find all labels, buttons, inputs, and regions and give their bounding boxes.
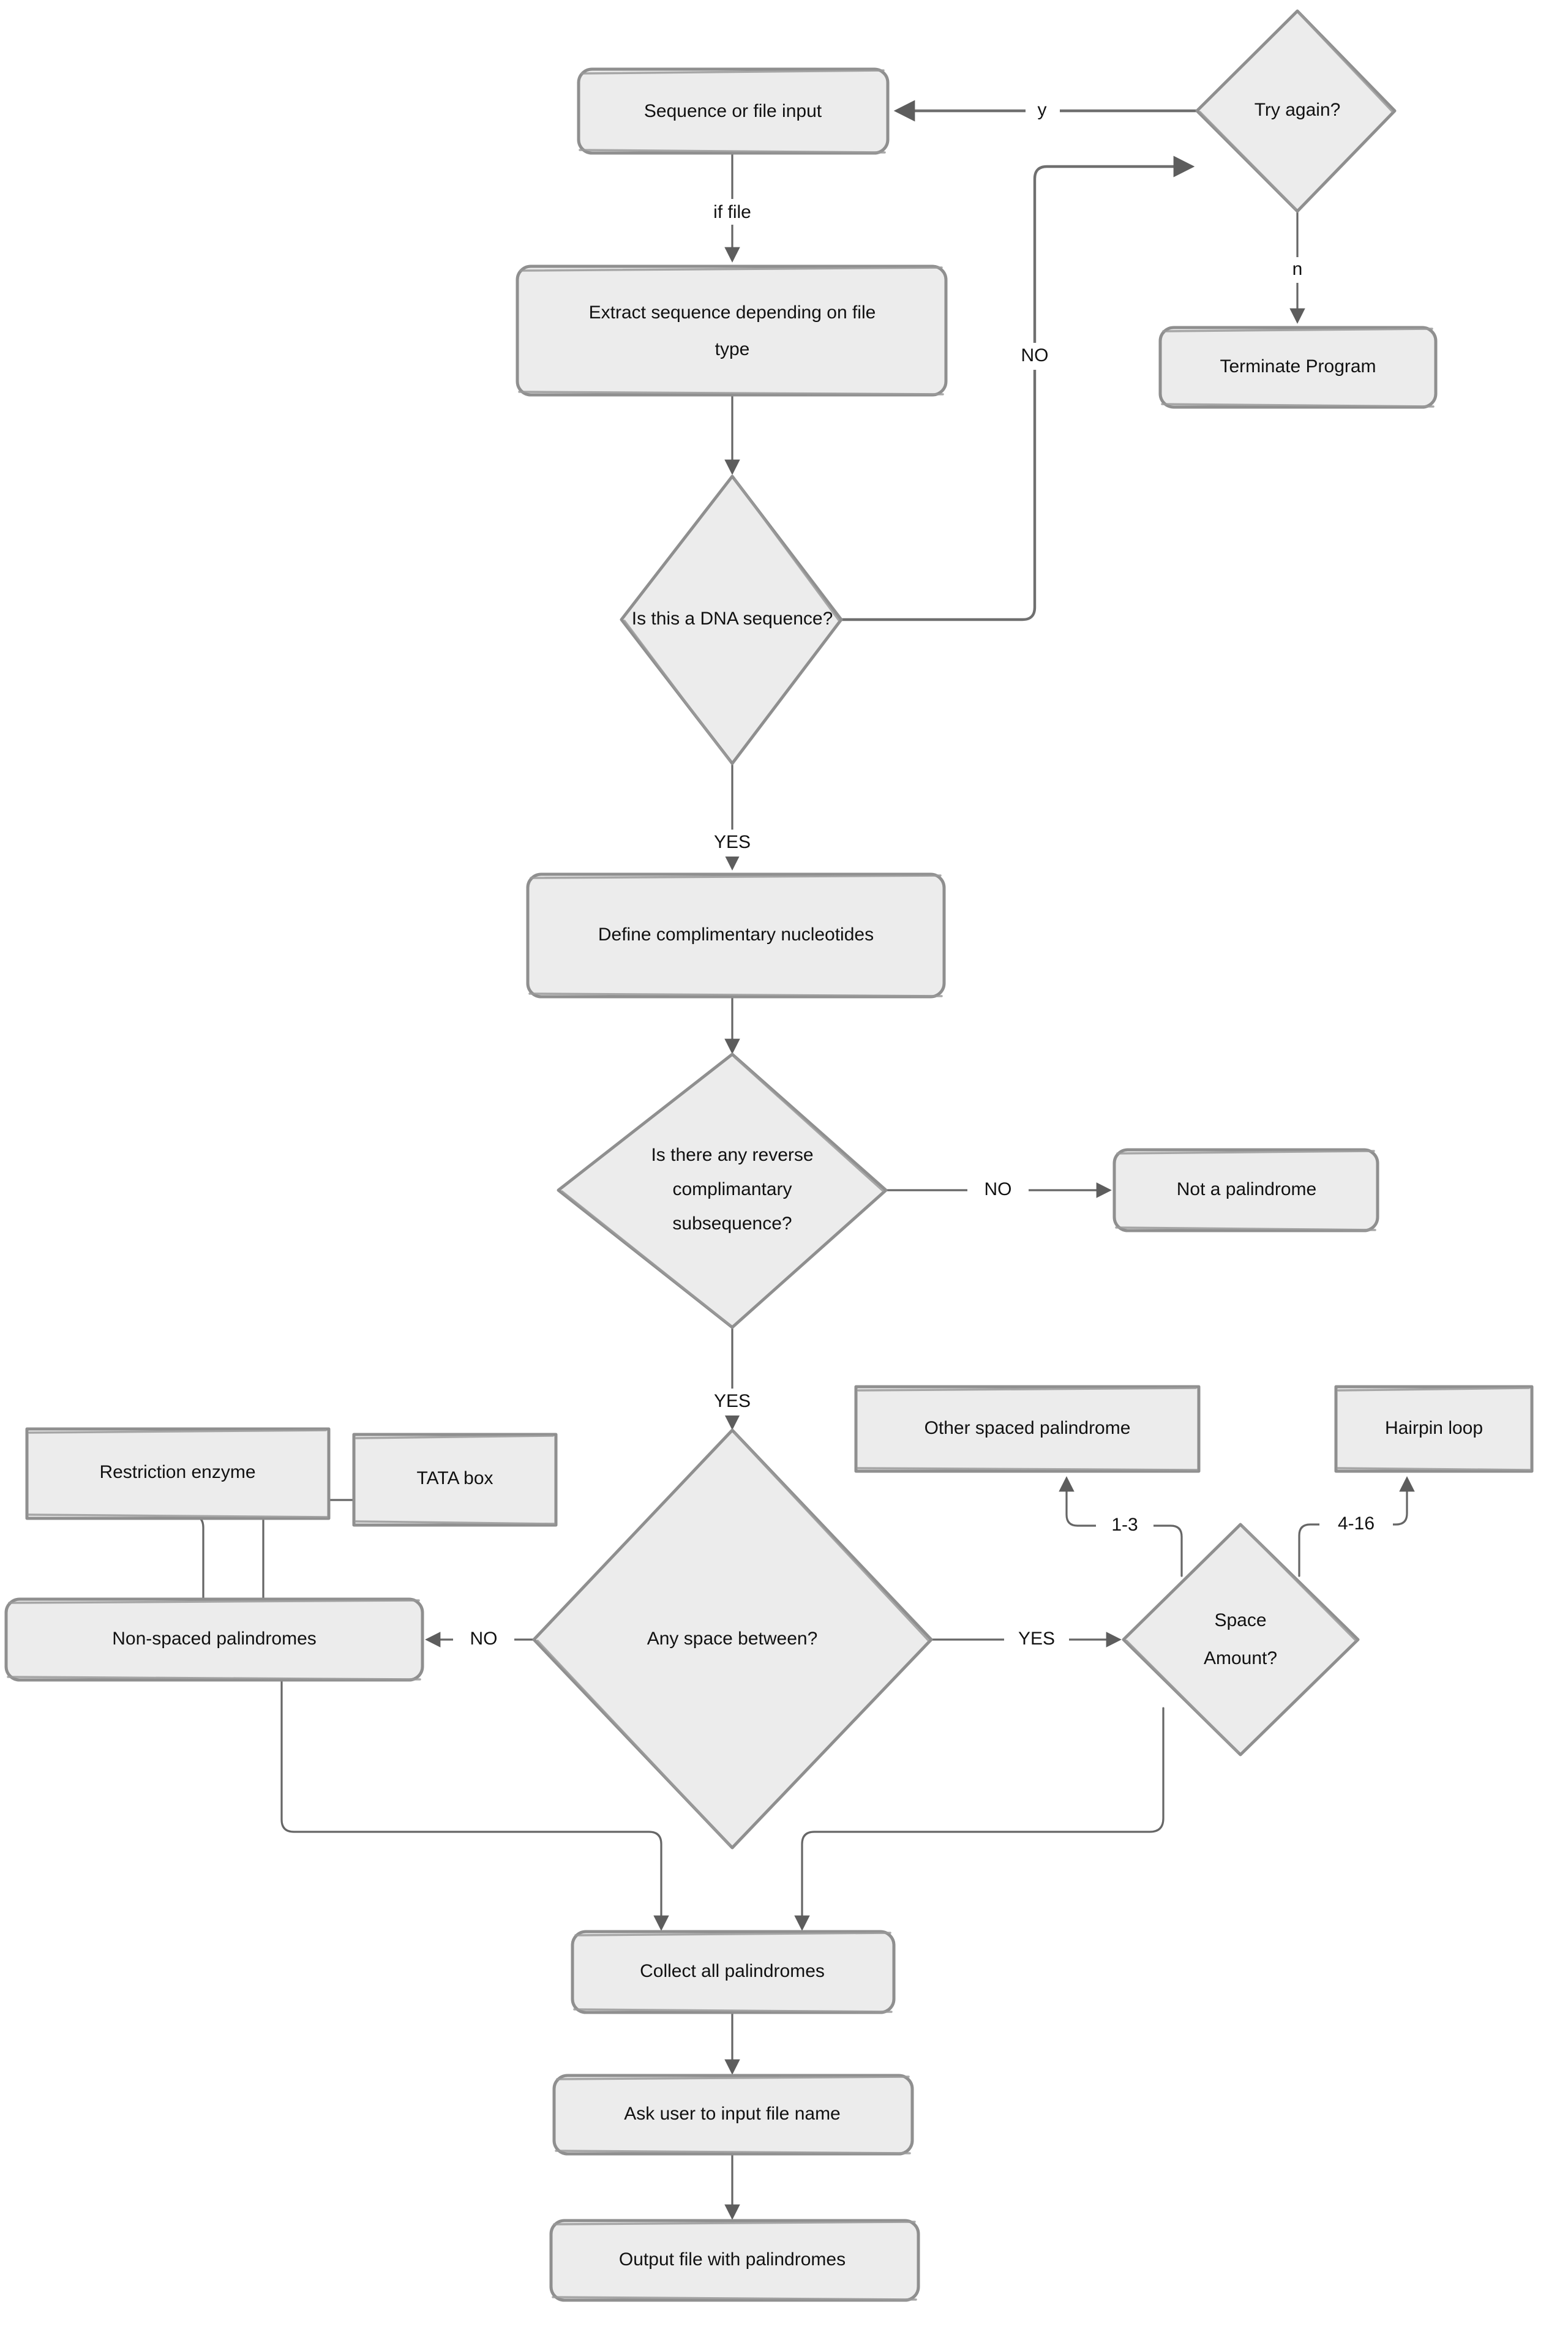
edge-label-no-space: NO (470, 1629, 498, 1649)
edge-anyspace-to-nonspaced: NO (425, 1626, 535, 1653)
node-extract-sequence[interactable]: Extract sequence depending on file type (516, 264, 948, 397)
node-not-a-palindrome[interactable]: Not a palindrome (1112, 1148, 1379, 1232)
node-label: Terminate Program (1220, 356, 1376, 377)
node-label-line1: Space (1214, 1610, 1266, 1630)
edge-label-n: n (1292, 259, 1303, 279)
edge-label-no-dna: NO (1021, 345, 1049, 366)
edge-nonspaced-to-collect (280, 1676, 669, 1931)
node-label: Hairpin loop (1385, 1418, 1483, 1438)
node-label: Non-spaced palindromes (112, 1629, 317, 1649)
edge-spaceamount-to-collect (794, 1707, 1165, 1931)
node-label-line2: complimantary (672, 1179, 792, 1199)
node-label: Not a palindrome (1177, 1179, 1316, 1199)
node-any-space-between[interactable]: Any space between? (532, 1428, 933, 1850)
node-label: Sequence or file input (644, 101, 822, 121)
edge-label-1-3: 1-3 (1111, 1515, 1138, 1535)
node-label: Try again? (1255, 100, 1341, 120)
node-space-amount[interactable]: Space Amount? (1122, 1523, 1360, 1757)
edge-spaceamount-to-hairpin: 4-16 (1298, 1476, 1415, 1577)
node-hairpin-loop[interactable]: Hairpin loop (1334, 1385, 1534, 1473)
node-label: Collect all palindromes (640, 1961, 825, 1981)
edge-label-y: y (1038, 100, 1047, 120)
node-label-line1: Is there any reverse (651, 1145, 813, 1165)
node-label-line2: Amount? (1204, 1648, 1277, 1668)
edge-revcomp-to-anyspace: YES (701, 1327, 762, 1430)
node-label: Other spaced palindrome (925, 1418, 1131, 1438)
edge-label-yes-dna: YES (714, 832, 751, 852)
node-reverse-complimantary-subsequence[interactable]: Is there any reverse complimantary subse… (557, 1052, 888, 1329)
edge-spaceamount-to-otherspaced: 1-3 (1059, 1476, 1183, 1577)
node-other-spaced-palindrome[interactable]: Other spaced palindrome (854, 1385, 1201, 1473)
node-label: TATA box (416, 1468, 493, 1488)
edge-isdna-to-tryagain: NO (839, 156, 1195, 621)
node-ask-user-input-file-name[interactable]: Ask user to input file name (552, 2074, 914, 2156)
node-try-again[interactable]: Try again? (1195, 9, 1397, 213)
node-terminate-program[interactable]: Terminate Program (1158, 326, 1438, 409)
node-output-file-with-palindromes[interactable]: Output file with palindromes (549, 2219, 920, 2302)
edge-tryagain-to-terminate: n (1281, 210, 1315, 324)
edge-input-to-extract: if file (692, 152, 771, 263)
node-label: Output file with palindromes (619, 2249, 846, 2270)
node-collect-all-palindromes[interactable]: Collect all palindromes (571, 1930, 896, 2014)
node-label: Restriction enzyme (99, 1462, 255, 1482)
edge-label-yes-revcomp: YES (714, 1391, 751, 1411)
edge-label-if-file: if file (713, 202, 751, 222)
edge-anyspace-to-spaceamount: YES (930, 1626, 1122, 1653)
edge-label-4-16: 4-16 (1338, 1513, 1375, 1534)
node-label-line2: type (715, 339, 750, 359)
edge-label-no-revcomp: NO (985, 1179, 1012, 1199)
node-label: Ask user to input file name (624, 2104, 841, 2124)
node-sequence-or-file-input[interactable]: Sequence or file input (577, 67, 890, 155)
node-is-dna-sequence[interactable]: Is this a DNA sequence? (620, 474, 843, 765)
edge-label-yes-space: YES (1018, 1629, 1055, 1649)
node-tata-box[interactable]: TATA box (352, 1433, 558, 1527)
edge-revcomp-to-notpal: NO (885, 1177, 1112, 1204)
edge-tryagain-to-input: y (893, 98, 1198, 124)
node-label-line3: subsequence? (672, 1213, 792, 1234)
node-label: Any space between? (647, 1629, 818, 1649)
node-define-complimentary-nucleotides[interactable]: Define complimentary nucleotides (526, 872, 946, 999)
node-label: Define complimentary nucleotides (598, 924, 874, 945)
edge-isdna-to-definecomp: YES (701, 764, 762, 871)
node-label: Is this a DNA sequence? (632, 609, 833, 629)
node-restriction-enzyme[interactable]: Restriction enzyme (25, 1427, 331, 1520)
node-label-line1: Extract sequence depending on file (589, 302, 876, 323)
node-non-spaced-palindromes[interactable]: Non-spaced palindromes (4, 1597, 424, 1682)
